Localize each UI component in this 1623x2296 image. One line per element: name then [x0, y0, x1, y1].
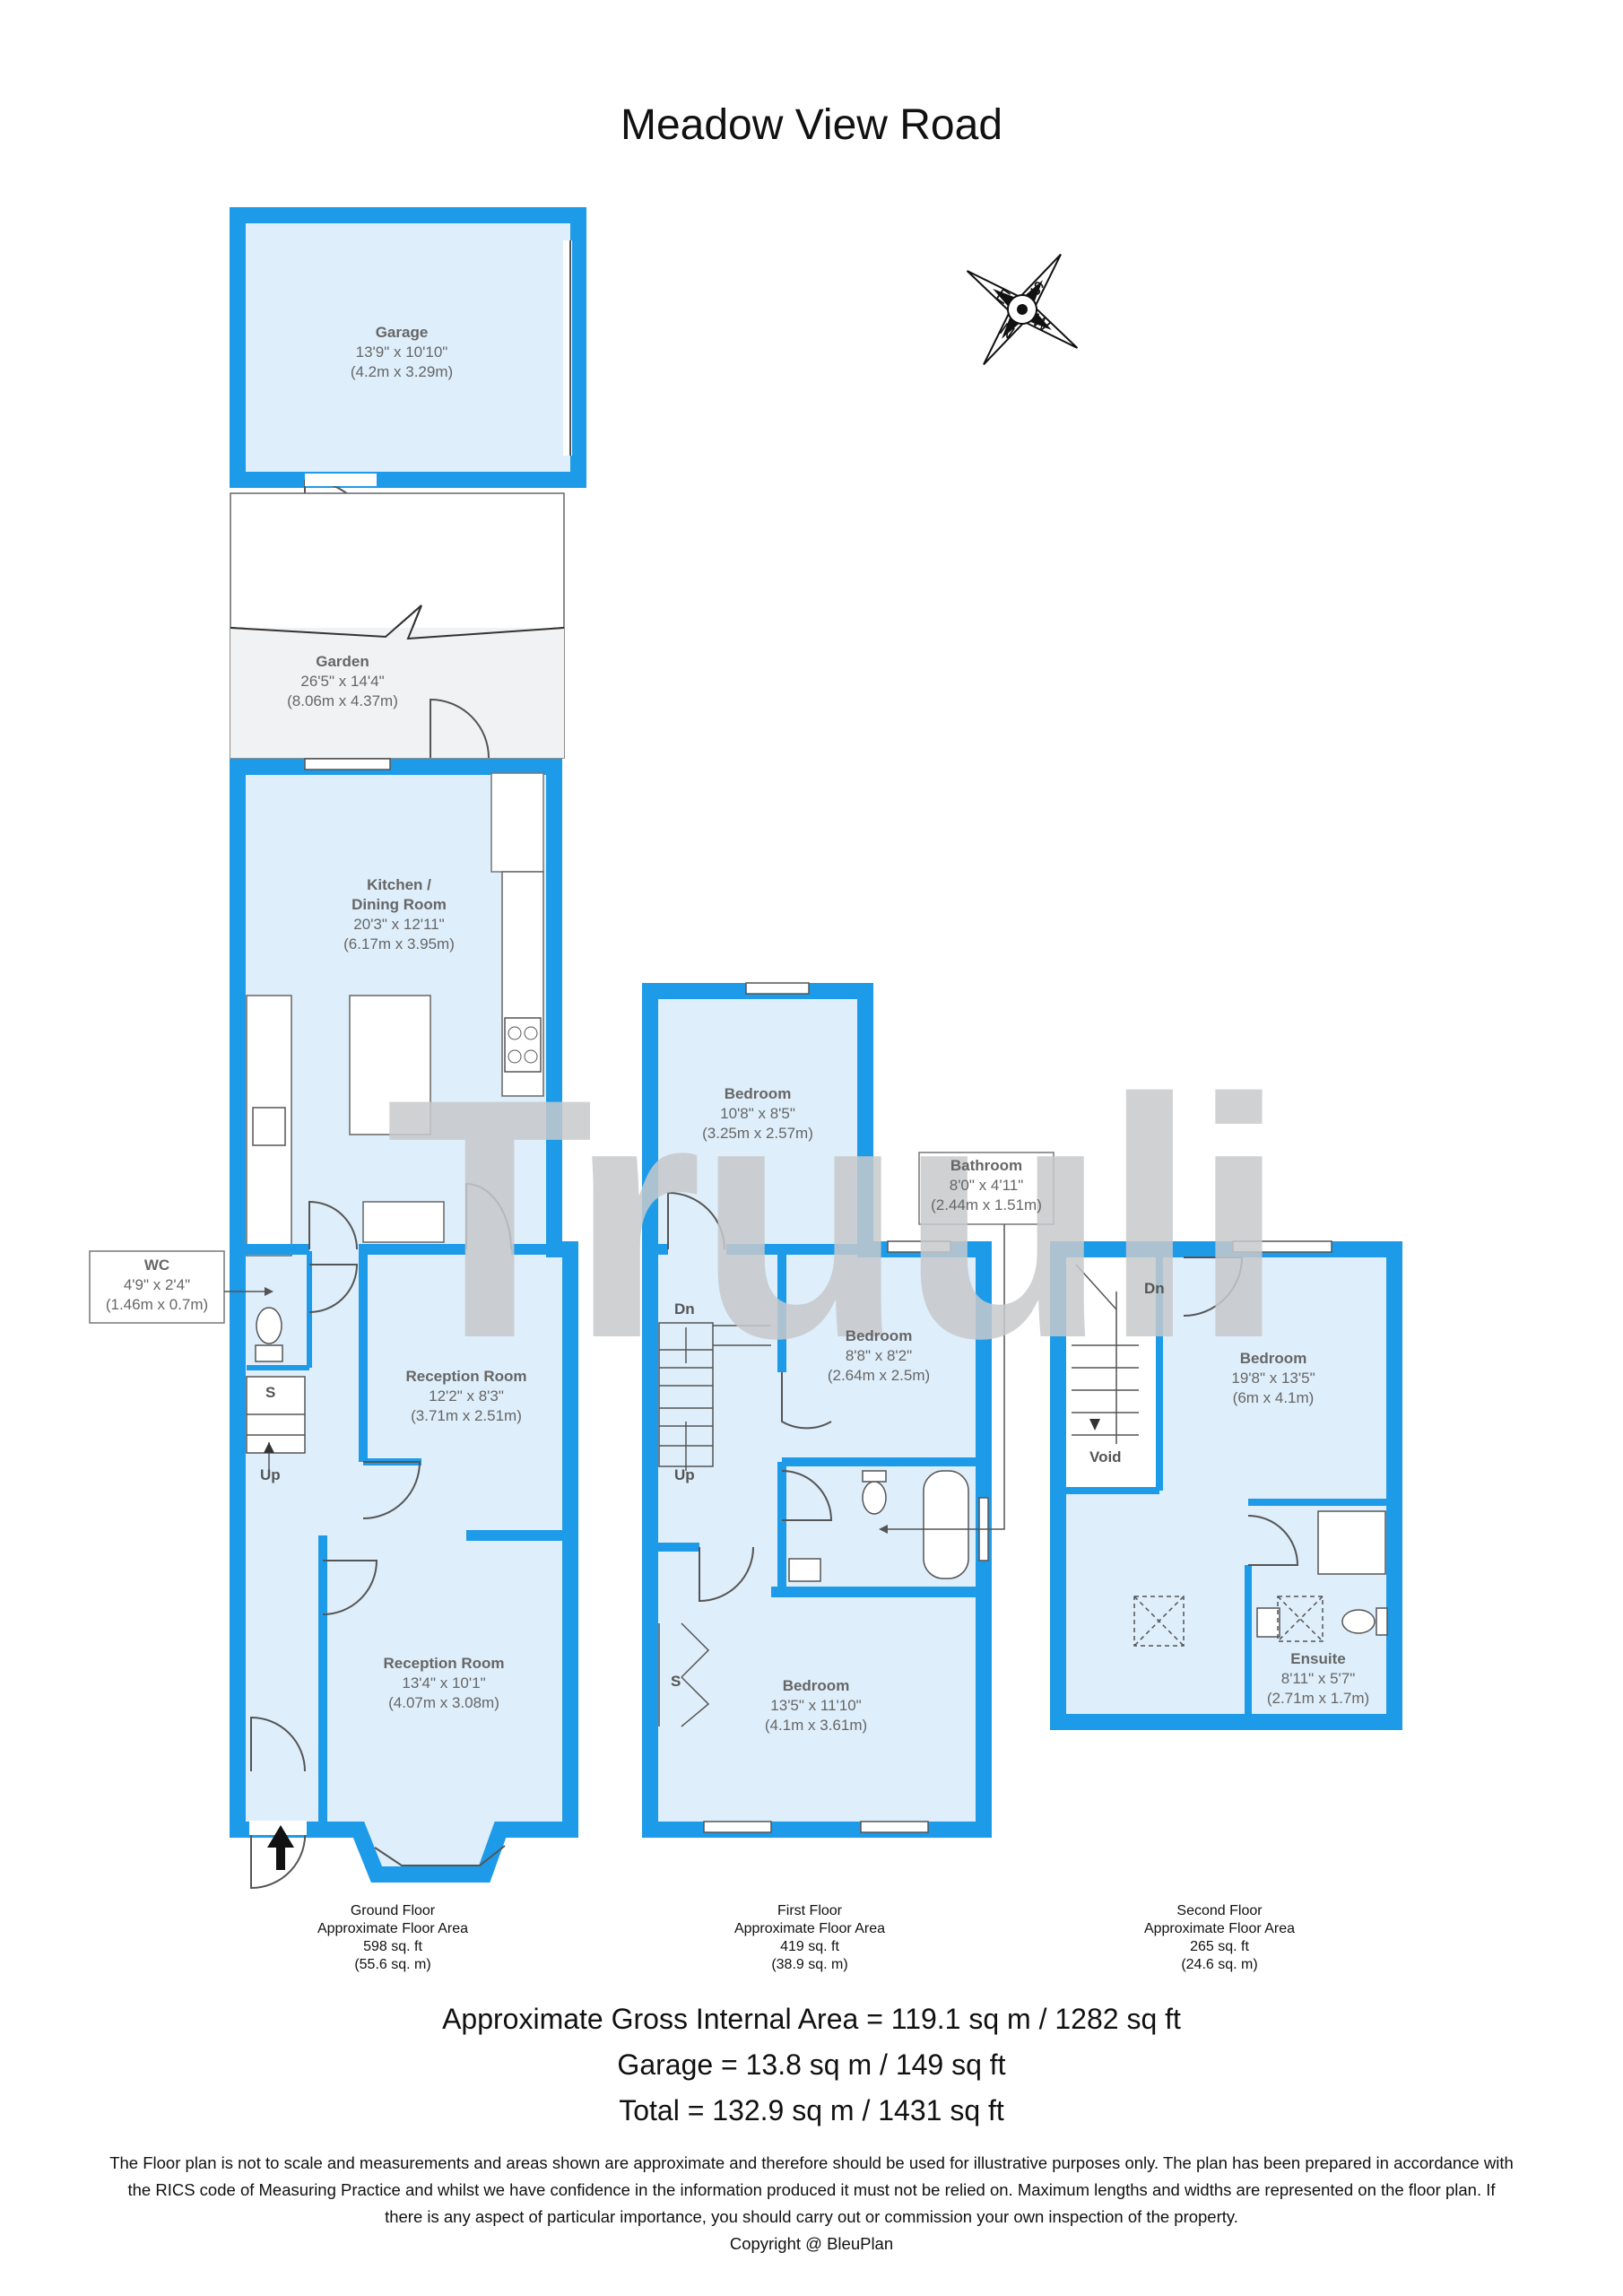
kitchen-island — [349, 995, 431, 1135]
garage-room — [230, 207, 586, 488]
disclaimer-line-3: there is any aspect of particular import… — [385, 2207, 1238, 2226]
total-area: Total = 132.9 sq m / 1431 sq ft — [619, 2094, 1004, 2126]
kitchen-name-2: Dining Room — [352, 896, 447, 913]
ff-bed-top-name: Bedroom — [725, 1085, 792, 1102]
ensuite-name: Ensuite — [1290, 1650, 1345, 1667]
bathroom-imperial: 8'0" x 4'11" — [950, 1177, 1024, 1194]
disclaimer-line-1: The Floor plan is not to scale and measu… — [109, 2153, 1514, 2172]
first-floor-sqft: 419 sq. ft — [780, 1939, 839, 1954]
kitchen-imperial: 20'3" x 12'11" — [353, 916, 444, 933]
ff-bed-top-imperial: 10'8" x 8'5" — [720, 1105, 795, 1122]
ff-bed-mid-name: Bedroom — [846, 1327, 913, 1344]
watermark: Truuli — [386, 1028, 1280, 1409]
second-floor-sqft: 265 sq. ft — [1190, 1939, 1249, 1954]
front-door — [250, 1716, 306, 1772]
sf-bedroom-name: Bedroom — [1240, 1350, 1307, 1367]
second-floor-sqm: (24.6 sq. m) — [1181, 1957, 1257, 1972]
bathroom-metric: (2.44m x 1.51m) — [931, 1196, 1042, 1213]
entrance-arrow-icon — [267, 1825, 294, 1870]
compass-icon: S W N E — [966, 253, 1079, 366]
sf-bedroom-imperial: 19'8" x 13'5" — [1231, 1370, 1315, 1387]
kitchen-name-1: Kitchen / — [367, 876, 431, 893]
garage-area: Garage = 13.8 sq m / 149 sq ft — [617, 2048, 1005, 2081]
first-floor-outline — [642, 983, 992, 1838]
skylight-icon — [1133, 1596, 1324, 1647]
reception1-imperial: 12'2" x 8'3" — [429, 1387, 504, 1405]
ff-bed-bottom-imperial: 13'5" x 11'10" — [770, 1697, 861, 1714]
first-floor-area-label: Approximate Floor Area — [734, 1921, 885, 1936]
ff-down-marker: Dn — [674, 1300, 695, 1318]
bathtub-icon — [923, 1470, 969, 1579]
garage-imperial: 13'9" x 10'10" — [356, 344, 448, 361]
reception1-metric: (3.71m x 2.51m) — [411, 1407, 522, 1424]
ground-floor-sqft: 598 sq. ft — [363, 1939, 422, 1954]
reception2-metric: (4.07m x 3.08m) — [388, 1694, 499, 1711]
ff-bed-bottom-name: Bedroom — [783, 1677, 850, 1694]
copyright: Copyright @ BleuPlan — [730, 2234, 893, 2253]
sink-icon — [252, 1107, 286, 1146]
sf-bedroom-metric: (6m x 4.1m) — [1233, 1389, 1315, 1406]
wc-metric: (1.46m x 0.7m) — [106, 1296, 208, 1313]
garage-metric: (4.2m x 3.29m) — [351, 363, 453, 380]
reception2-imperial: 13'4" x 10'1" — [402, 1674, 485, 1692]
wc-imperial: 4'9" x 2'4" — [124, 1276, 190, 1293]
ff-bed-top-metric: (3.25m x 2.57m) — [702, 1125, 813, 1142]
page-title: Meadow View Road — [621, 101, 1002, 149]
ff-storage-marker: S — [671, 1673, 681, 1690]
ground-floor-area-label: Approximate Floor Area — [317, 1921, 468, 1936]
ff-bed-mid-metric: (2.64m x 2.5m) — [828, 1367, 930, 1384]
ground-up-marker: Up — [260, 1466, 281, 1483]
first-floor-name: First Floor — [777, 1903, 843, 1918]
kitchen-metric: (6.17m x 3.95m) — [343, 935, 455, 952]
ensuite-imperial: 8'11" x 5'7" — [1281, 1670, 1356, 1687]
first-floor-sqm: (38.9 sq. m) — [771, 1957, 847, 1972]
wc-name: WC — [144, 1257, 169, 1274]
second-floor-area-label: Approximate Floor Area — [1144, 1921, 1295, 1936]
reception1-name: Reception Room — [405, 1368, 526, 1385]
bathroom-callout — [918, 1152, 1055, 1225]
second-floor-stairs — [1072, 1264, 1139, 1444]
sf-down-marker: Dn — [1144, 1280, 1165, 1297]
ff-bed-mid-imperial: 8'8" x 8'2" — [846, 1347, 912, 1364]
wc-callout — [89, 1250, 225, 1324]
garden-metric: (8.06m x 4.37m) — [287, 692, 398, 709]
gross-internal-area: Approximate Gross Internal Area = 119.1 … — [442, 2003, 1181, 2035]
garden-name: Garden — [316, 653, 369, 670]
bathroom-name: Bathroom — [950, 1157, 1022, 1174]
ground-floor-name: Ground Floor — [351, 1903, 436, 1918]
garage-name: Garage — [376, 324, 429, 341]
hob-icon — [504, 1017, 542, 1073]
ground-stairs — [246, 1376, 306, 1475]
first-floor-stairs — [658, 1322, 771, 1471]
toilet-icon — [256, 1307, 282, 1344]
up-arrow-icon — [264, 1442, 274, 1453]
second-floor-name: Second Floor — [1176, 1903, 1263, 1918]
ensuite-metric: (2.71m x 1.7m) — [1267, 1690, 1369, 1707]
ground-storage-marker: S — [265, 1384, 275, 1401]
garden-door — [430, 698, 490, 759]
garden-imperial: 26'5" x 14'4" — [300, 673, 384, 690]
void-marker: Void — [1089, 1448, 1122, 1465]
disclaimer-line-2: the RICS code of Measuring Practice and … — [127, 2180, 1496, 2199]
reception2-name: Reception Room — [383, 1655, 504, 1672]
shower-icon — [1317, 1510, 1386, 1575]
ff-up-marker: Up — [674, 1466, 695, 1483]
ff-bed-bottom-metric: (4.1m x 3.61m) — [765, 1717, 867, 1734]
ground-floor-sqm: (55.6 sq. m) — [354, 1957, 430, 1972]
